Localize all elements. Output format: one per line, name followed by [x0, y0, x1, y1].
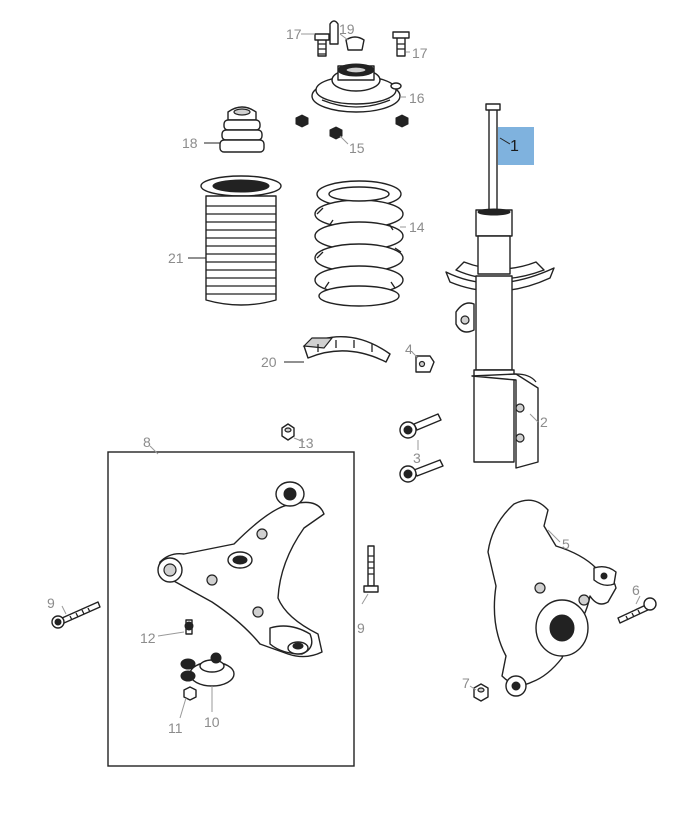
callout-1[interactable]: 1 [510, 138, 519, 155]
nut-13[interactable] [281, 423, 295, 441]
nut-11[interactable] [183, 686, 197, 701]
callout-9-vertical[interactable]: 9 [357, 620, 365, 636]
callout-20[interactable]: 20 [261, 354, 277, 370]
bolt-9-left[interactable] [51, 601, 101, 629]
bolt-9-vertical[interactable] [363, 545, 379, 593]
nut-15-b[interactable] [329, 126, 343, 140]
callout-3[interactable]: 3 [413, 450, 421, 466]
bolt-6[interactable] [617, 597, 657, 624]
callout-2[interactable]: 2 [540, 414, 548, 430]
callout-5[interactable]: 5 [562, 536, 570, 552]
callout-19[interactable]: 19 [339, 21, 355, 37]
bump-stop-18[interactable] [219, 106, 265, 153]
control-arm-kit-box [107, 451, 355, 767]
nut-7[interactable] [473, 683, 489, 702]
callout-10[interactable]: 10 [204, 714, 220, 730]
part-1-highlight[interactable] [498, 127, 534, 165]
spring-seat-20[interactable] [302, 336, 391, 363]
callout-9-left[interactable]: 9 [47, 595, 55, 611]
callout-17-right[interactable]: 17 [412, 45, 428, 61]
callout-16[interactable]: 16 [409, 90, 425, 106]
dust-boot-21[interactable] [200, 175, 282, 306]
top-mount-16[interactable] [311, 63, 402, 113]
callout-13[interactable]: 13 [298, 435, 314, 451]
bolt-12[interactable] [184, 619, 194, 635]
bolt-3-lower[interactable] [399, 459, 444, 483]
callout-4[interactable]: 4 [405, 341, 413, 357]
nut-15-c[interactable] [395, 114, 409, 128]
callout-18[interactable]: 18 [182, 135, 198, 151]
callout-17-left[interactable]: 17 [286, 26, 302, 42]
bracket-4[interactable] [415, 355, 435, 373]
bolt-3-upper[interactable] [399, 413, 442, 439]
coil-spring-14[interactable] [314, 180, 404, 307]
callout-8[interactable]: 8 [143, 434, 151, 450]
callout-15[interactable]: 15 [349, 140, 365, 156]
strut-assembly-1[interactable] [445, 103, 555, 469]
bolt-17-left[interactable] [314, 33, 330, 57]
bolt-17-right[interactable] [392, 31, 410, 57]
callout-6[interactable]: 6 [632, 582, 640, 598]
nut-15-a[interactable] [295, 114, 309, 128]
callout-7[interactable]: 7 [462, 675, 470, 691]
callout-11[interactable]: 11 [168, 720, 183, 736]
callout-14[interactable]: 14 [409, 219, 425, 235]
ball-joint-10[interactable] [180, 652, 235, 687]
callout-21[interactable]: 21 [168, 250, 184, 266]
steering-knuckle-5[interactable] [487, 499, 617, 697]
callout-12[interactable]: 12 [140, 630, 156, 646]
lower-control-arm[interactable] [157, 481, 325, 658]
clip-19[interactable] [329, 20, 365, 51]
